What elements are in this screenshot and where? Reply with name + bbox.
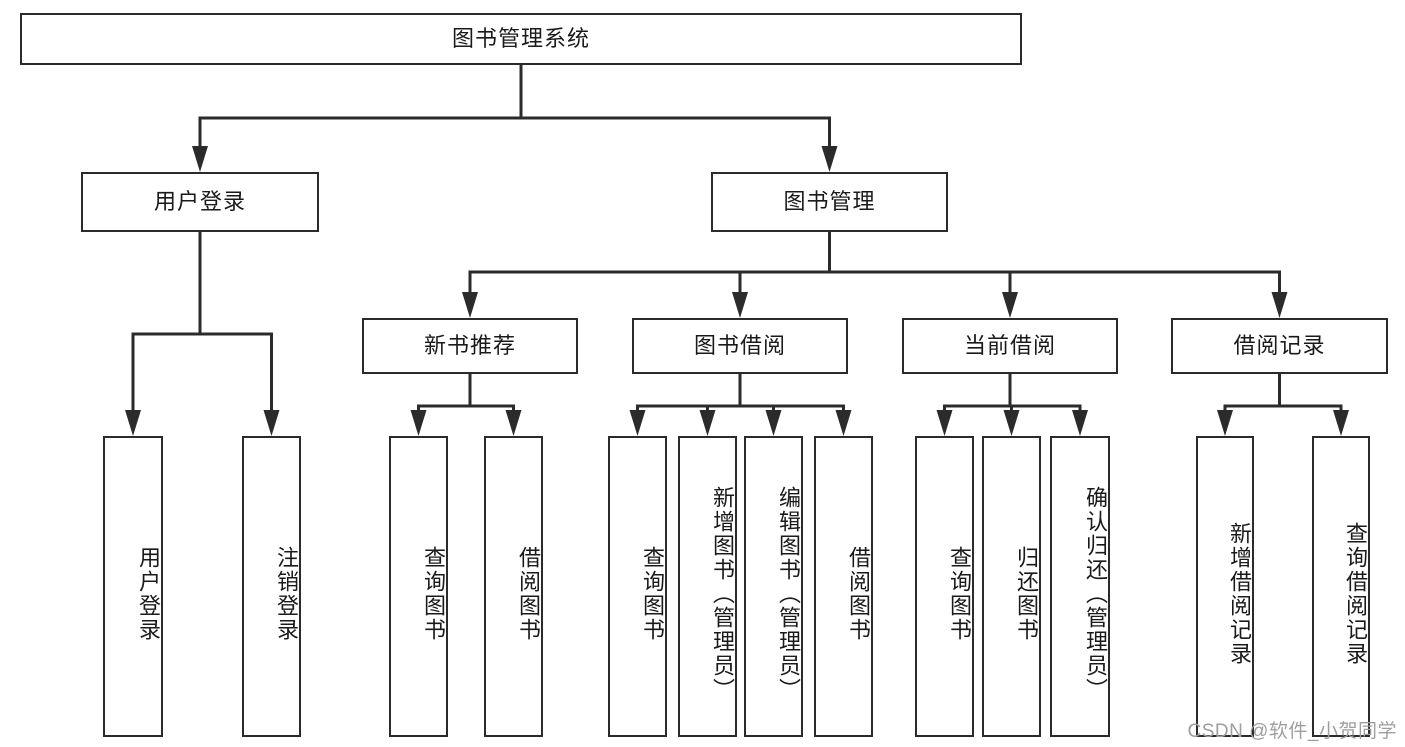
node-label: 确认归还（管理员） <box>1083 485 1108 702</box>
node-label: 当前借阅 <box>963 332 1056 358</box>
node-label: 图书管理 <box>783 188 876 214</box>
node-l3-new-book-rec[interactable]: 新书推荐 <box>362 318 578 374</box>
node-leaf-return-book[interactable]: 归还图书 <box>982 436 1041 737</box>
node-leaf-confirm-return[interactable]: 确认归还（管理员） <box>1050 436 1110 737</box>
csdn-watermark: CSDN @软件_小贺同学 <box>1187 721 1397 742</box>
node-leaf-query-record[interactable]: 查询借阅记录 <box>1312 436 1370 737</box>
node-leaf-logout[interactable]: 注销登录 <box>242 436 301 737</box>
node-l3-book-borrow[interactable]: 图书借阅 <box>632 318 848 374</box>
node-leaf-add-book[interactable]: 新增图书（管理员） <box>678 436 737 737</box>
node-label: 归还图书 <box>1014 545 1039 642</box>
node-label: 查询图书 <box>421 545 446 642</box>
node-label: 用户登录 <box>136 545 161 642</box>
node-leaf-edit-book[interactable]: 编辑图书（管理员） <box>744 436 803 737</box>
node-leaf-borrow-book-2[interactable]: 借阅图书 <box>814 436 873 737</box>
node-label: 新书推荐 <box>423 332 516 358</box>
node-leaf-query-book-1[interactable]: 查询图书 <box>389 436 448 737</box>
node-label: 查询借阅记录 <box>1343 521 1368 666</box>
node-l2-user-login[interactable]: 用户登录 <box>81 172 319 232</box>
node-label: 编辑图书（管理员） <box>776 485 801 702</box>
node-label: 新增借阅记录 <box>1227 521 1252 666</box>
node-leaf-query-book-3[interactable]: 查询图书 <box>915 436 974 737</box>
node-label: 图书借阅 <box>693 332 786 358</box>
node-label: 借阅图书 <box>846 545 871 642</box>
node-label: 借阅记录 <box>1233 332 1326 358</box>
node-label: 用户登录 <box>153 188 246 214</box>
node-label: 图书管理系统 <box>451 25 590 51</box>
node-leaf-user-login[interactable]: 用户登录 <box>103 436 163 737</box>
node-leaf-add-record[interactable]: 新增借阅记录 <box>1196 436 1254 737</box>
node-label: 借阅图书 <box>516 545 541 642</box>
node-label: 新增图书（管理员） <box>710 485 735 702</box>
node-label: 注销登录 <box>274 545 299 642</box>
node-leaf-borrow-book-1[interactable]: 借阅图书 <box>484 436 543 737</box>
node-l3-borrow-record[interactable]: 借阅记录 <box>1171 318 1388 374</box>
node-label: 查询图书 <box>640 545 665 642</box>
node-leaf-query-book-2[interactable]: 查询图书 <box>608 436 667 737</box>
node-label: 查询图书 <box>947 545 972 642</box>
node-l3-current-borrow[interactable]: 当前借阅 <box>902 318 1118 374</box>
node-l2-book-mgmt[interactable]: 图书管理 <box>711 172 948 232</box>
node-root[interactable]: 图书管理系统 <box>20 13 1022 65</box>
